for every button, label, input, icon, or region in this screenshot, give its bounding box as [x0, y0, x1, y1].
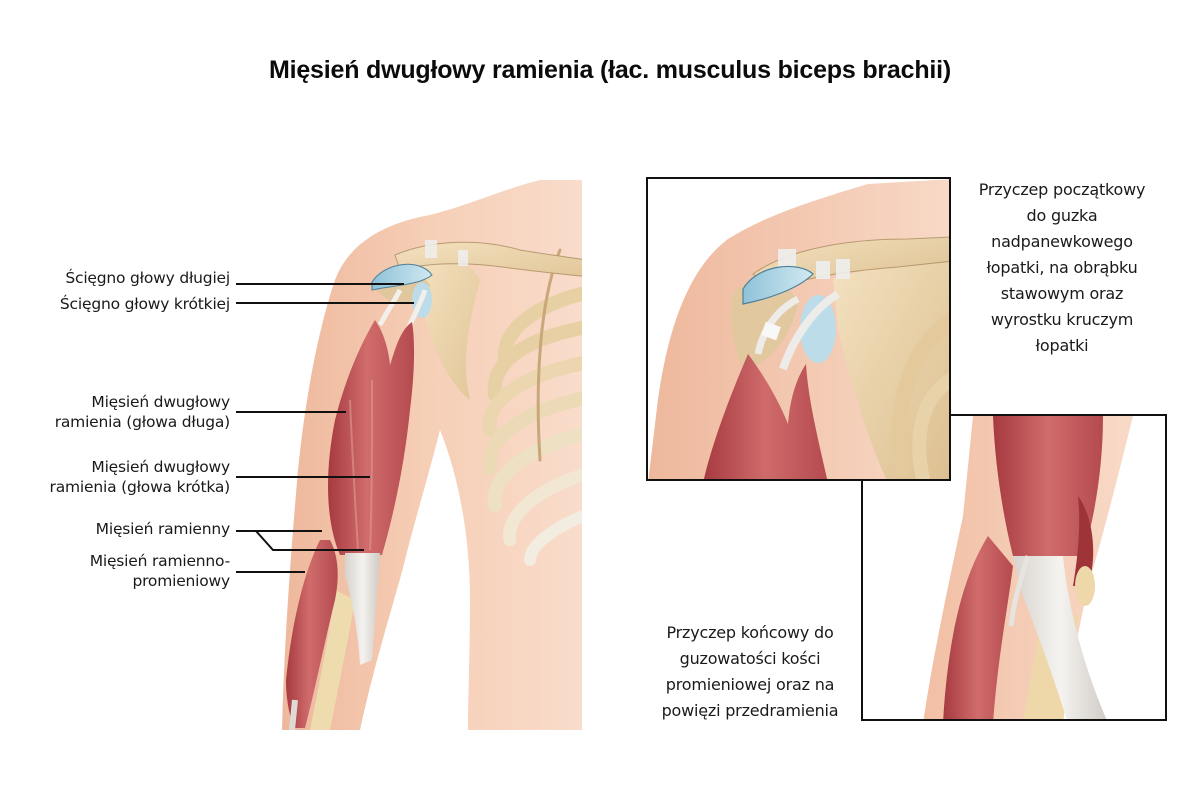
inset-origin [646, 177, 951, 481]
short-head-tendon-inset [754, 295, 800, 355]
caption-line: stawowym oraz [1000, 284, 1124, 303]
biceps-muscle-inset [703, 354, 828, 479]
label-text: Ścięgno głowy krótkiej [59, 295, 230, 313]
radius-ulna [310, 590, 355, 730]
label-text: Mięsień dwugłowy [91, 458, 230, 476]
biceps-muscle-inset [993, 416, 1103, 556]
label-biceps-long-head: Mięsień dwugłowy ramienia (głowa długa) [20, 392, 230, 432]
label-short-head-tendon: Ścięgno głowy krótkiej [20, 294, 230, 314]
long-head-tendon-inset [779, 290, 841, 371]
distal-tendon [345, 553, 380, 665]
brachioradialis-muscle-inset [943, 536, 1013, 719]
label-text: Mięsień ramienny [95, 520, 231, 538]
page-title: Mięsień dwugłowy ramienia (łac. musculus… [268, 56, 952, 84]
label-brachialis: Mięsień ramienny [20, 519, 231, 539]
label-text: Mięsień ramienno- [89, 552, 231, 570]
caption-insertion: Przyczep końcowy do guzowatości kości pr… [640, 620, 860, 724]
caption-line: wyrostku kruczym [990, 310, 1134, 329]
glenoid-cartilage-inset [742, 265, 814, 305]
caption-origin: Przyczep początkowy do guzka nadpanewkow… [952, 177, 1172, 359]
brachioradialis-muscle [286, 540, 338, 728]
label-text: ramienia (głowa długa) [54, 413, 230, 431]
caption-line: guzowatości kości [679, 649, 821, 668]
label-text: ramienia (głowa krótka) [49, 478, 231, 496]
caption-line: łopatki, na obrąbku [986, 258, 1138, 277]
caption-line: promieniowej oraz na [665, 675, 835, 694]
label-text: promieniowy [132, 572, 230, 590]
caption-line: łopatki [1035, 336, 1089, 355]
leader-lines [236, 283, 414, 573]
label-text: Mięsień dwugłowy [91, 393, 230, 411]
elbow-insertion-illustration [923, 416, 1133, 719]
caption-line: powięzi przedramienia [661, 701, 839, 720]
caption-line: Przyczep końcowy do [666, 623, 834, 642]
caption-line: nadpanewkowego [991, 232, 1133, 251]
distal-tendon-inset [1013, 556, 1107, 719]
caption-line: do guzka [1026, 206, 1098, 225]
caption-line: Przyczep początkowy [978, 180, 1146, 199]
ribs-inset [892, 312, 949, 479]
shoulder-origin-illustration [648, 179, 949, 479]
label-text: Ścięgno głowy długiej [65, 269, 230, 287]
label-brachioradialis: Mięsień ramienno- promieniowy [20, 551, 231, 591]
label-biceps-short-head: Mięsień dwugłowy ramienia (głowa krótka) [20, 457, 231, 497]
rib-cage [482, 248, 582, 566]
label-long-head-tendon: Ścięgno głowy długiej [20, 268, 230, 288]
scapula [420, 253, 480, 400]
